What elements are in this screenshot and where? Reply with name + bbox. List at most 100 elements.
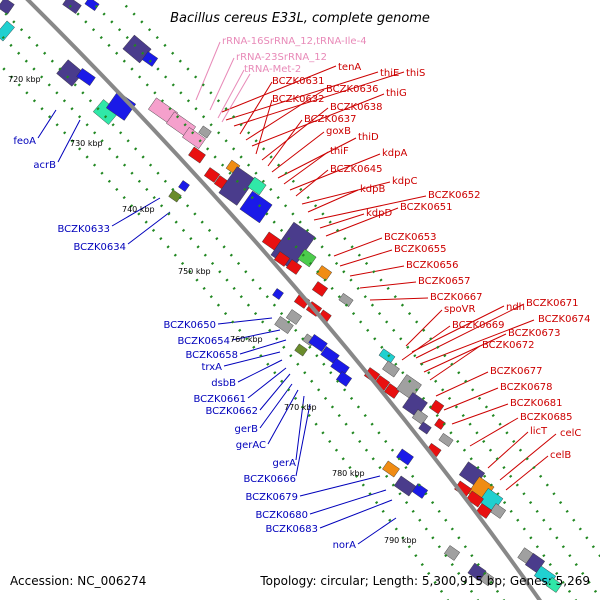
connector-line xyxy=(295,403,311,477)
connector-line xyxy=(339,249,393,267)
connector-line xyxy=(435,371,489,397)
position-tick-label: 740 kbp xyxy=(122,205,155,214)
connector-line xyxy=(319,213,365,229)
gene-label-forward: BCZK0657 xyxy=(418,276,471,287)
connector-line xyxy=(309,489,387,515)
connector-line xyxy=(217,317,273,325)
gene-feature xyxy=(382,360,400,378)
gene-feature xyxy=(273,251,291,267)
connector-line xyxy=(405,309,443,347)
gene-label-forward: BCZK0685 xyxy=(520,412,573,423)
gene-feature xyxy=(378,348,396,364)
gene-feature xyxy=(294,343,308,357)
connector-line xyxy=(221,73,251,123)
gene-label-reverse: BCZK0654 xyxy=(177,336,230,347)
gene-label-reverse: gerAC xyxy=(236,440,266,451)
gene-feature xyxy=(105,91,137,121)
position-tick-label: 780 kbp xyxy=(332,469,365,478)
connector-line xyxy=(505,455,549,491)
gene-label-forward: kdpD xyxy=(366,208,392,219)
connector-line xyxy=(111,197,161,227)
gene-feature xyxy=(489,503,507,519)
connector-line xyxy=(423,333,507,373)
gene-feature xyxy=(330,358,350,376)
connector-line xyxy=(411,305,505,353)
gene-feature xyxy=(393,475,417,497)
gene-label-reverse: BCZK0662 xyxy=(205,406,258,417)
connector-line xyxy=(209,57,235,111)
connector-line xyxy=(127,211,171,245)
connector-line xyxy=(247,367,287,399)
gene-label-forward: BCZK0672 xyxy=(482,340,535,351)
connector-line xyxy=(267,389,299,445)
gene-feature xyxy=(383,383,401,399)
gene-feature xyxy=(396,374,422,400)
gene-feature xyxy=(239,190,273,224)
gene-label-reverse: BCZK0634 xyxy=(73,242,126,253)
gene-label-reverse: BCZK0658 xyxy=(185,350,238,361)
connector-line xyxy=(195,41,221,101)
connector-line xyxy=(37,109,57,139)
connector-line xyxy=(251,93,385,147)
gene-label-forward: goxB xyxy=(326,126,351,137)
gene-feature xyxy=(335,371,353,387)
gene-label-forward: BCZK0669 xyxy=(452,320,505,331)
gene-label-rna: rRNA-16SrRNA_12,tRNA-Ile-4 xyxy=(222,36,367,47)
gene-label-reverse: BCZK0683 xyxy=(265,524,318,535)
position-tick-label: 750 kbp xyxy=(178,267,211,276)
position-tick-label: 790 kbp xyxy=(384,536,417,545)
gene-label-forward: thiG xyxy=(386,88,407,99)
gene-label-forward: BCZK0671 xyxy=(526,298,579,309)
gene-label-reverse: dsbB xyxy=(211,378,236,389)
gene-label-forward: BCZK0673 xyxy=(508,328,561,339)
gene-feature xyxy=(285,259,303,275)
gene-label-reverse: BCZK0679 xyxy=(245,492,298,503)
connector-line xyxy=(487,431,529,469)
gene-feature xyxy=(396,448,414,466)
gene-feature xyxy=(272,288,284,300)
connector-line xyxy=(299,475,381,497)
connector-line xyxy=(225,71,379,121)
connector-line xyxy=(277,137,357,179)
gene-label-reverse: acrB xyxy=(33,160,56,171)
gene-label-forward: BCZK0652 xyxy=(428,190,481,201)
connector-line xyxy=(267,119,303,167)
position-tick-label: 770 kbp xyxy=(284,403,317,412)
gene-feature xyxy=(467,562,487,582)
gene-label-reverse: gerB xyxy=(235,424,259,435)
connector-line xyxy=(217,69,245,119)
gene-label-forward: BCZK0653 xyxy=(384,232,437,243)
gene-feature xyxy=(188,146,206,164)
connector-line xyxy=(319,499,393,529)
gene-label-forward: BCZK0667 xyxy=(430,292,483,303)
connector-line xyxy=(359,281,417,289)
connector-line xyxy=(333,237,383,257)
gene-feature xyxy=(434,418,446,430)
position-tick-label: 760 kbp xyxy=(230,335,263,344)
gene-label-reverse: BCZK0650 xyxy=(163,320,216,331)
connector-line xyxy=(245,89,325,141)
gene-label-forward: kdpB xyxy=(360,184,385,195)
gene-label-reverse: BCZK0633 xyxy=(57,224,110,235)
gene-label-forward: thiF xyxy=(330,146,349,157)
connector-line xyxy=(221,65,337,113)
gene-feature xyxy=(84,0,100,11)
gene-feature xyxy=(285,309,303,325)
gene-feature xyxy=(411,409,429,425)
gene-label-forward: BCZK0656 xyxy=(406,260,459,271)
gene-label-reverse: feoA xyxy=(13,136,36,147)
label-connector-lines xyxy=(37,41,557,545)
connector-line xyxy=(239,339,287,355)
guide-line xyxy=(0,32,480,600)
gene-label-forward: BCZK0638 xyxy=(330,102,383,113)
connector-line xyxy=(499,433,557,481)
connector-line xyxy=(307,189,359,213)
gene-label-forward: kdpC xyxy=(392,176,417,187)
gene-label-forward: ndh xyxy=(506,302,525,313)
connector-line xyxy=(349,265,405,277)
connector-line xyxy=(223,351,281,367)
gene-label-forward: BCZK0645 xyxy=(330,164,383,175)
accession-text: Accession: NC_006274 xyxy=(10,574,146,588)
connector-line xyxy=(419,319,535,365)
gene-feature xyxy=(438,433,454,447)
